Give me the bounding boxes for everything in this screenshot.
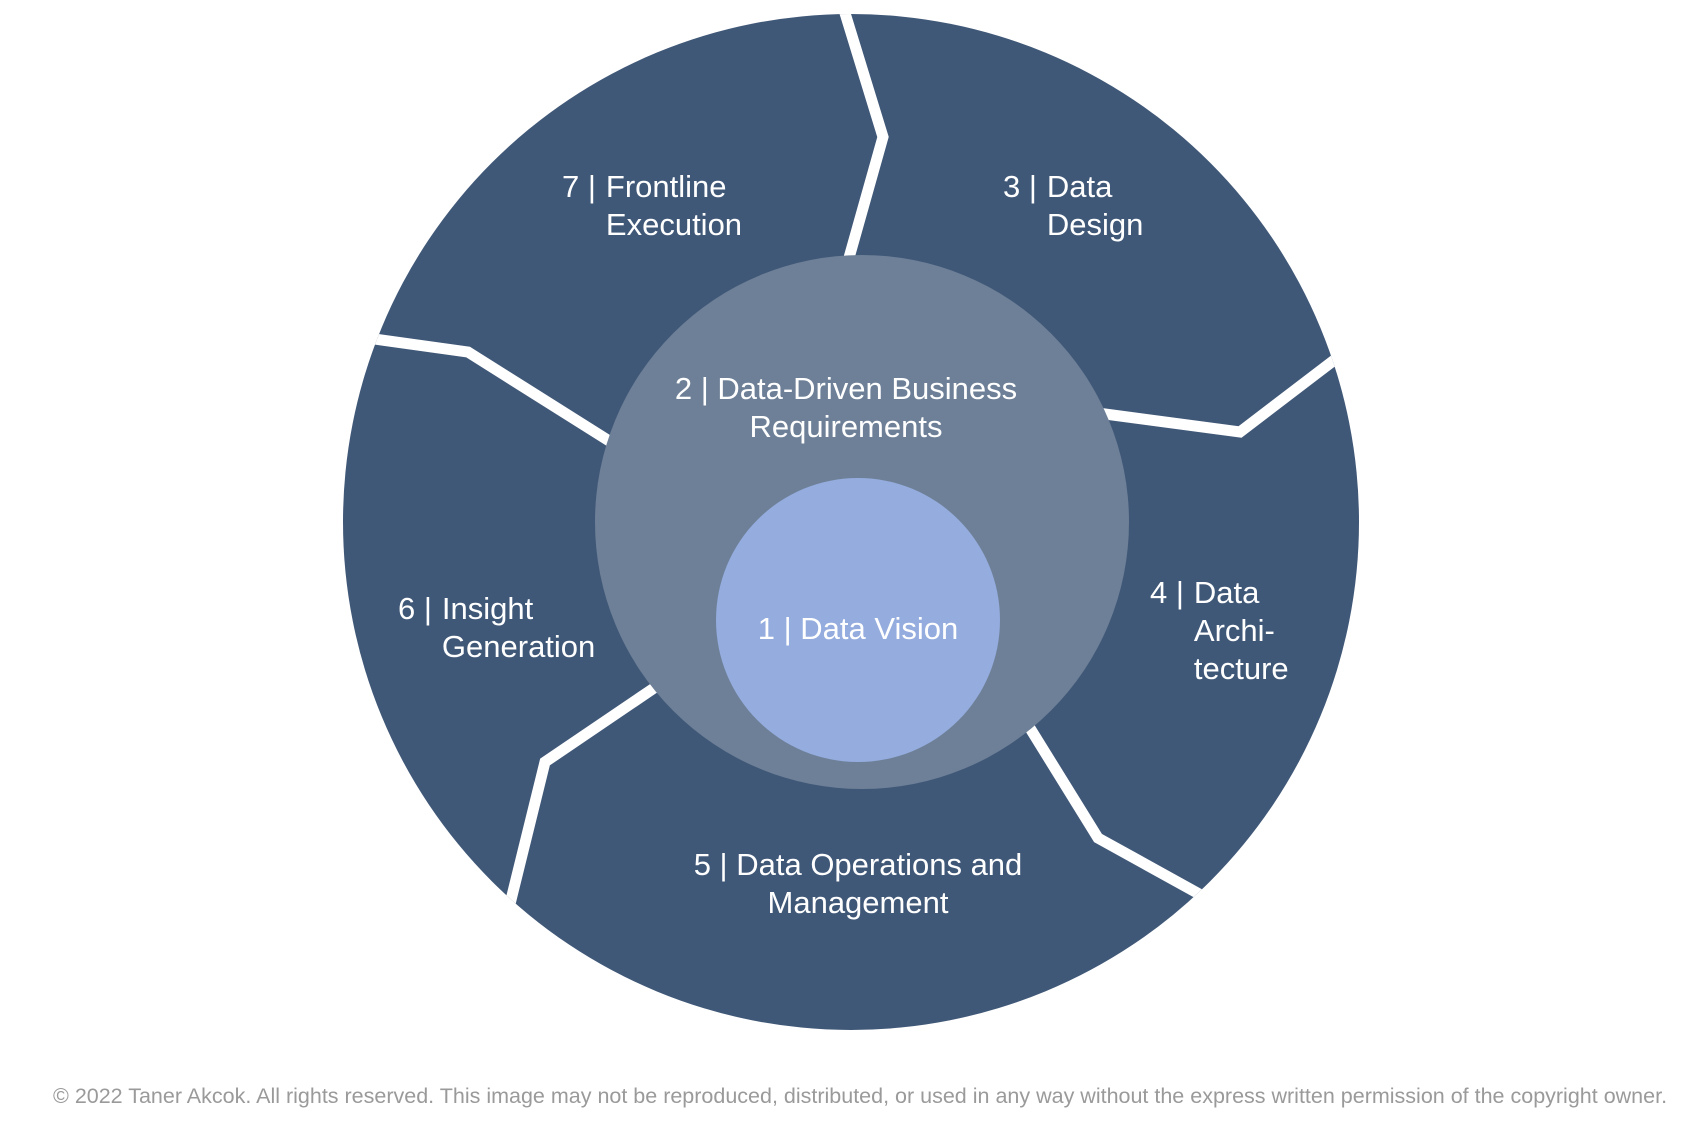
segment-number-6: 6 | [398,591,432,626]
segment-title-frontline-execution: Frontline Execution [605,169,743,242]
segment-dividers [359,14,1354,914]
segment-number-4: 4 | [1150,575,1184,610]
segment-label-data-architecture: 4 | Data Archi- tecture [1150,574,1289,688]
segment-label-frontline-execution: 7 | Frontline Execution [562,168,742,244]
segment-number-3: 3 | [1003,169,1037,204]
segment-number-7: 7 | [562,169,596,204]
divider-7-3 [835,14,889,274]
divider-6-7 [359,331,617,449]
middle-circle-label: 2 | Data-Driven Business Requirements [674,371,1018,444]
segment-label-data-design: 3 | Data Design [1003,168,1143,244]
divider-3-4 [1089,343,1354,438]
inner-circle [716,478,1000,762]
segment-title-data-design: Data Design [1046,169,1144,242]
segment-title-insight-generation: Insight Generation [441,591,596,664]
inner-circle-label: 1 | Data Vision [757,611,959,646]
copyright-notice: © 2022 Taner Akcok. All rights reserved.… [53,1084,1668,1108]
segment-title-data-architecture: Data Archi- tecture [1193,575,1289,686]
divider-5-6 [502,679,664,914]
segment-label-insight-generation: 6 | Insight Generation [398,590,595,666]
segment-label-data-operations-management: 5 | Data Operations and Management [693,847,1023,920]
divider-4-5 [1015,709,1213,905]
